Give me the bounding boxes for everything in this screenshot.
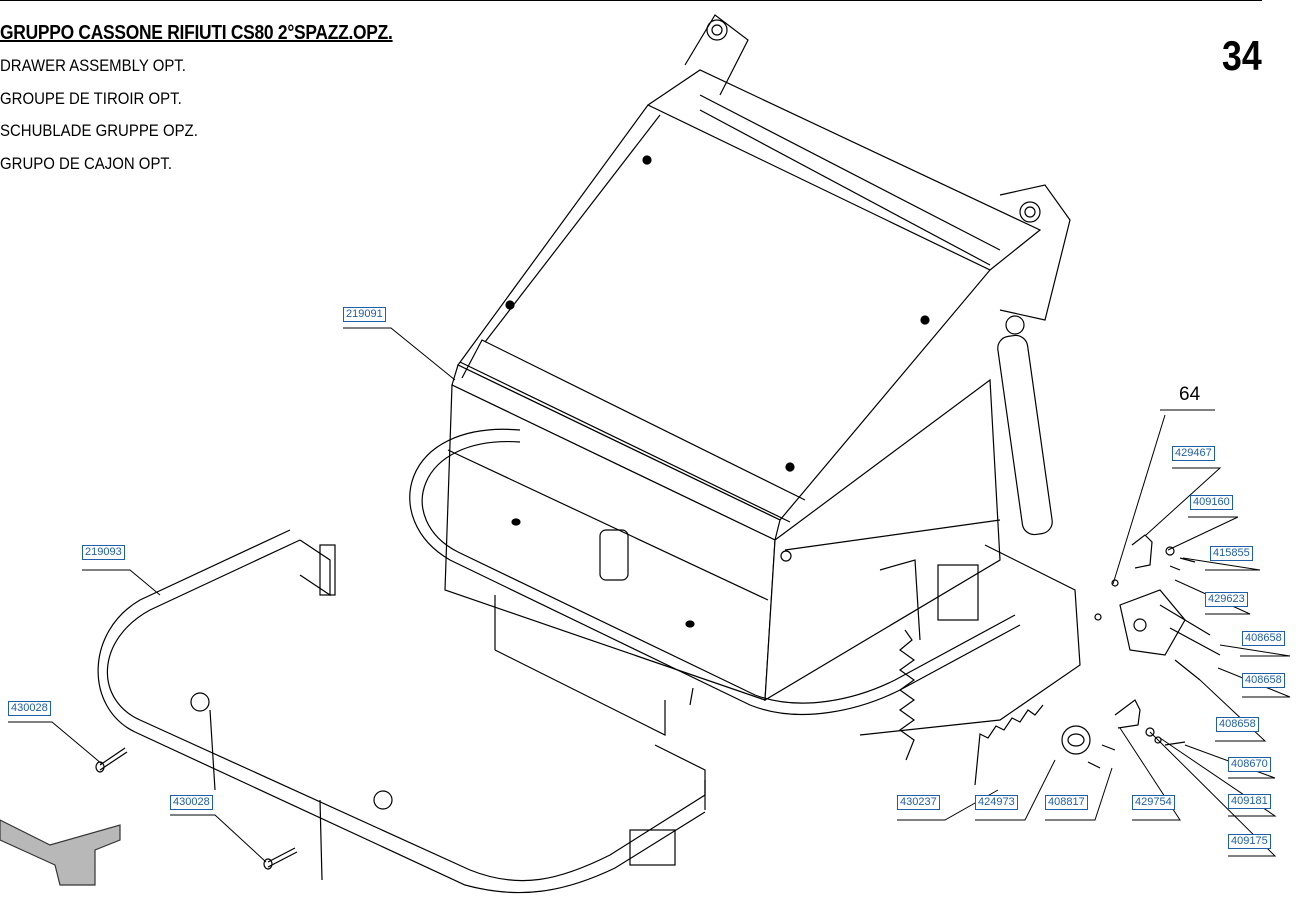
part-label-408670[interactable]: 408670 <box>1228 757 1271 772</box>
part-label-408658-b[interactable]: 408658 <box>1242 673 1285 688</box>
part-label-430028-a[interactable]: 430028 <box>8 701 51 716</box>
group-reference-number: 64 <box>1179 384 1201 405</box>
subtitle-german: SCHUBLADE GRUPPE OPZ. <box>0 121 198 140</box>
part-label-408658-c[interactable]: 408658 <box>1216 717 1259 732</box>
page-title: GRUPPO CASSONE RIFIUTI CS80 2°SPAZZ.OPZ. <box>0 22 393 44</box>
part-label-409160[interactable]: 409160 <box>1190 495 1233 510</box>
part-label-429467[interactable]: 429467 <box>1172 446 1215 461</box>
lift-arm-frame <box>647 14 1071 536</box>
box-latch <box>599 529 629 581</box>
part-label-408817[interactable]: 408817 <box>1045 795 1088 810</box>
part-label-430028-b[interactable]: 430028 <box>170 795 213 810</box>
part-label-430237[interactable]: 430237 <box>897 795 940 810</box>
part-label-429754[interactable]: 429754 <box>1132 795 1175 810</box>
box-bumper <box>409 428 1021 715</box>
part-label-409175[interactable]: 409175 <box>1228 834 1271 849</box>
waste-box <box>444 104 1001 736</box>
small-hardware <box>1061 534 1221 769</box>
tension-springs <box>898 629 1044 786</box>
subtitle-english: DRAWER ASSEMBLY OPT. <box>0 56 186 75</box>
mount-bracket <box>937 564 979 621</box>
page-number: 34 <box>1222 32 1262 79</box>
part-label-409181[interactable]: 409181 <box>1228 794 1271 809</box>
bumper-mount-right <box>319 544 336 596</box>
subtitle-spanish: GRUPO DE CAJON OPT. <box>0 154 173 173</box>
part-label-408658-a[interactable]: 408658 <box>1242 631 1285 646</box>
bumper-mount-front <box>629 829 676 866</box>
header-rule <box>0 0 1262 1</box>
front-bumper-219093 <box>97 529 706 894</box>
part-label-415855[interactable]: 415855 <box>1210 546 1253 561</box>
part-label-219093[interactable]: 219093 <box>82 545 125 560</box>
part-label-219091[interactable]: 219091 <box>343 307 386 322</box>
subtitle-french: GROUPE DE TIROIR OPT. <box>0 89 182 108</box>
gas-strut <box>997 334 1053 536</box>
side-frame <box>780 519 1081 736</box>
orientation-arrow-icon <box>0 819 121 886</box>
part-label-429623[interactable]: 429623 <box>1205 592 1248 607</box>
part-label-424973[interactable]: 424973 <box>975 795 1018 810</box>
